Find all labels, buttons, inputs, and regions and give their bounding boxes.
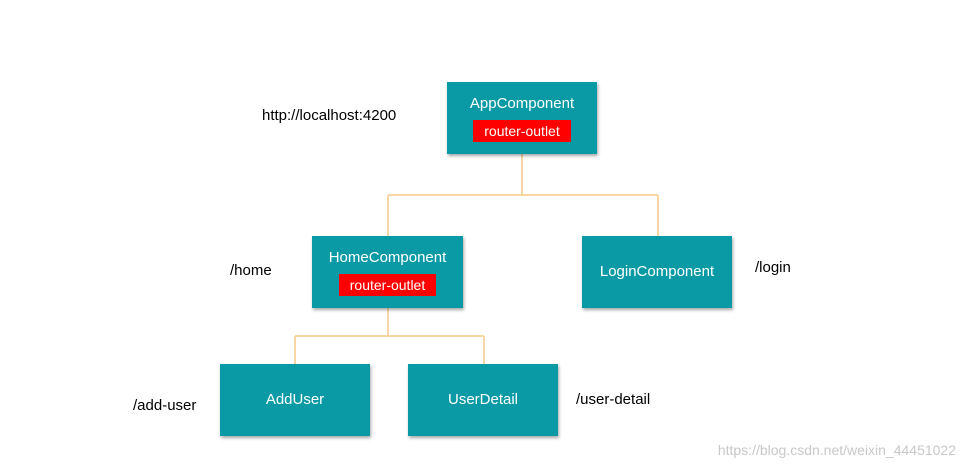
- user-detail-node: UserDetail: [408, 364, 558, 436]
- home-router-outlet-badge: router-outlet: [338, 273, 437, 296]
- home-component-node: HomeComponent router-outlet: [312, 236, 463, 308]
- home-component-label: HomeComponent: [328, 248, 447, 266]
- connector-app-to-children: [387, 154, 659, 236]
- app-component-node: AppComponent router-outlet: [447, 82, 597, 154]
- route-home-label: /home: [230, 262, 272, 279]
- route-root-label: http://localhost:4200: [262, 107, 397, 124]
- watermark-url: https://blog.csdn.net/weixin_44451022: [717, 442, 956, 458]
- connector-home-to-children: [294, 308, 485, 364]
- login-component-label: LoginComponent: [599, 263, 715, 280]
- login-component-node: LoginComponent: [582, 236, 732, 308]
- app-component-label: AppComponent: [469, 94, 575, 112]
- route-add-user-label: /add-user: [133, 397, 197, 414]
- route-login-label: /login: [755, 259, 791, 276]
- app-router-outlet-badge: router-outlet: [473, 119, 571, 142]
- add-user-label: AddUser: [265, 391, 325, 408]
- add-user-node: AddUser: [220, 364, 370, 436]
- user-detail-label: UserDetail: [447, 391, 519, 408]
- route-user-detail-label: /user-detail: [576, 391, 651, 408]
